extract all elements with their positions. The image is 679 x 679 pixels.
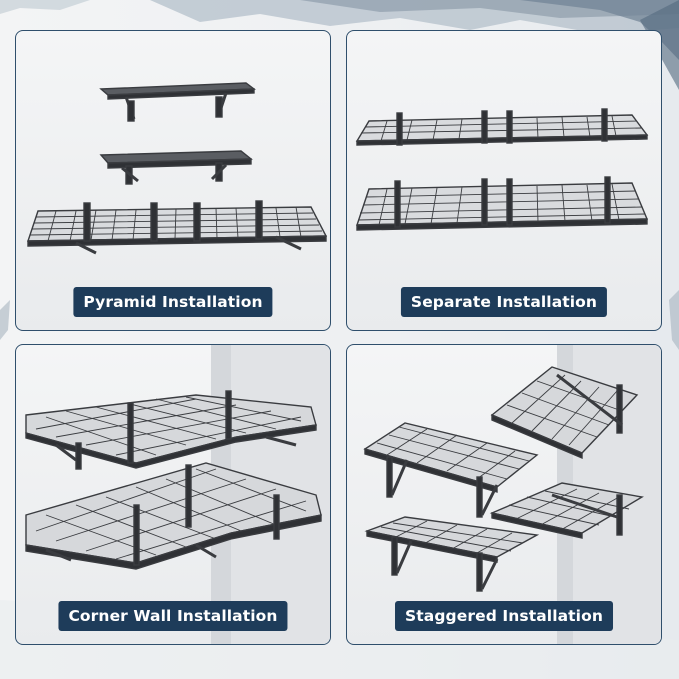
separate-shelves-illustration — [355, 108, 649, 231]
panel-label: Pyramid Installation — [73, 287, 273, 317]
staggered-shelves-illustration — [363, 345, 661, 644]
staggered-installation-panel: Staggered Installation — [346, 344, 662, 645]
panel-label: Separate Installation — [400, 287, 608, 317]
panel-label: Corner Wall Installation — [58, 601, 288, 631]
corner-wall-installation-panel: Corner Wall Installation — [15, 344, 331, 645]
panel-label: Staggered Installation — [395, 601, 613, 631]
pyramid-installation-panel: Pyramid Installation — [15, 30, 331, 331]
pyramid-shelves-illustration — [27, 82, 328, 255]
separate-installation-panel: Separate Installation — [346, 30, 662, 331]
corner-wall-shelves-illustration — [25, 345, 330, 644]
